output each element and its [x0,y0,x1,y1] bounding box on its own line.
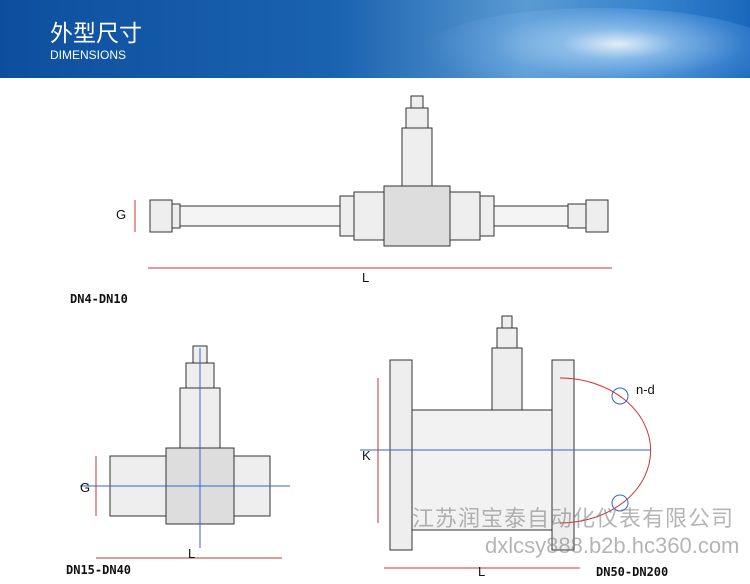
dim-g-label: G [116,207,127,222]
watermark-company: 江苏润宝泰自动化仪表有限公司 [412,506,735,531]
model-label: DN50-DN200 [596,565,669,579]
dim-nd-label: n-d [636,382,655,397]
dim-g-label: G [80,480,91,495]
header-banner: 外型尺寸 DIMENSIONS [0,0,750,78]
drawing-dn15-dn40 [80,345,290,559]
dim-k-label: K [362,448,371,463]
watermark-url: dxlcsy888.b2b.hc360.com [485,533,740,558]
page-subtitle: DIMENSIONS [50,48,127,62]
dim-l-label: L [478,564,486,579]
model-label: DN4-DN10 [70,292,128,306]
dim-l-label: L [188,546,196,561]
swirl-decoration [420,8,750,78]
page-title: 外型尺寸 [50,20,142,46]
dimension-drawings [80,95,652,569]
drawing-dn50-dn200 [360,315,652,569]
model-label: DN15-DN40 [66,563,132,577]
dim-l-label: L [362,270,370,285]
drawing-dn4-dn10 [134,95,612,269]
